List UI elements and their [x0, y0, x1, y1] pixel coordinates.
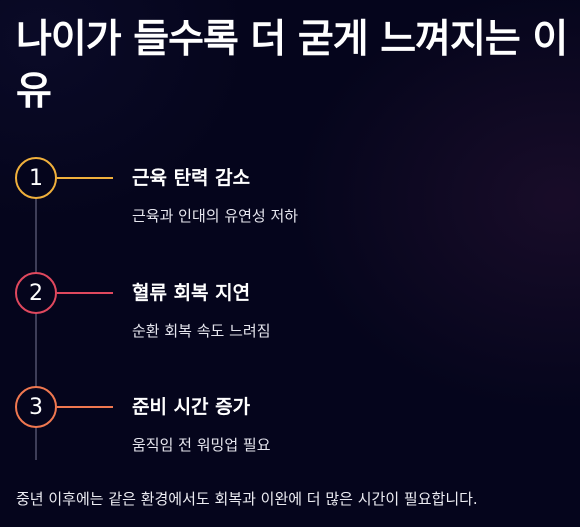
step-connector [57, 292, 113, 294]
step-description: 순환 회복 속도 느려짐 [132, 322, 271, 340]
page-title: 나이가 들수록 더 굳게 느껴지는 이유 [16, 17, 568, 114]
step-number-badge: 1 [15, 157, 57, 199]
step-2: 2 혈류 회복 지연 순환 회복 속도 느려짐 [0, 272, 580, 362]
step-connector [57, 177, 113, 179]
step-title: 근육 탄력 감소 [132, 167, 251, 189]
step-title: 혈류 회복 지연 [132, 282, 251, 304]
step-description: 움직임 전 워밍업 필요 [132, 436, 271, 454]
step-connector [57, 406, 113, 408]
step-number-badge: 3 [15, 386, 57, 428]
footer-note: 중년 이후에는 같은 환경에서도 회복과 이완에 더 많은 시간이 필요합니다. [16, 490, 478, 508]
step-title: 준비 시간 증가 [132, 396, 251, 418]
step-number-badge: 2 [15, 272, 57, 314]
step-1: 1 근육 탄력 감소 근육과 인대의 유연성 저하 [0, 157, 580, 247]
step-description: 근육과 인대의 유연성 저하 [132, 207, 299, 225]
timeline-line [35, 198, 37, 460]
step-3: 3 준비 시간 증가 움직임 전 워밍업 필요 [0, 386, 580, 476]
